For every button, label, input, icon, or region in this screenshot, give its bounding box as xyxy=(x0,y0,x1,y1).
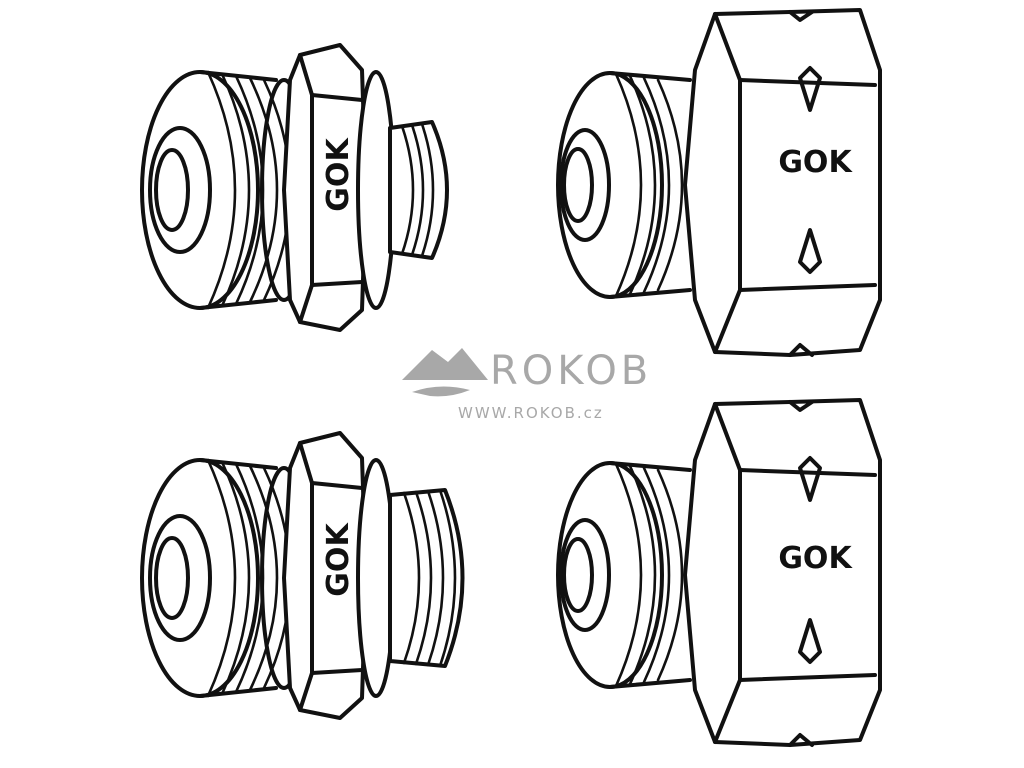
nut-fitting-top-right: GOK xyxy=(556,8,882,357)
watermark-url: WWW.ROKOB.cz xyxy=(458,404,604,422)
mountain-logo-icon xyxy=(402,348,488,397)
watermark-name: ROKOB xyxy=(490,348,652,394)
brand-label: GOK xyxy=(778,145,853,180)
brand-label: GOK xyxy=(778,541,853,576)
nut-fitting-bottom-right: GOK xyxy=(556,398,882,747)
brand-label: GOK xyxy=(321,137,356,212)
reducer-fitting-top-left: GOK xyxy=(140,43,449,332)
reducer-fitting-bottom-left: GOK xyxy=(140,431,465,720)
brand-label: GOK xyxy=(321,522,356,597)
watermark: ROKOB WWW.ROKOB.cz xyxy=(402,348,652,422)
